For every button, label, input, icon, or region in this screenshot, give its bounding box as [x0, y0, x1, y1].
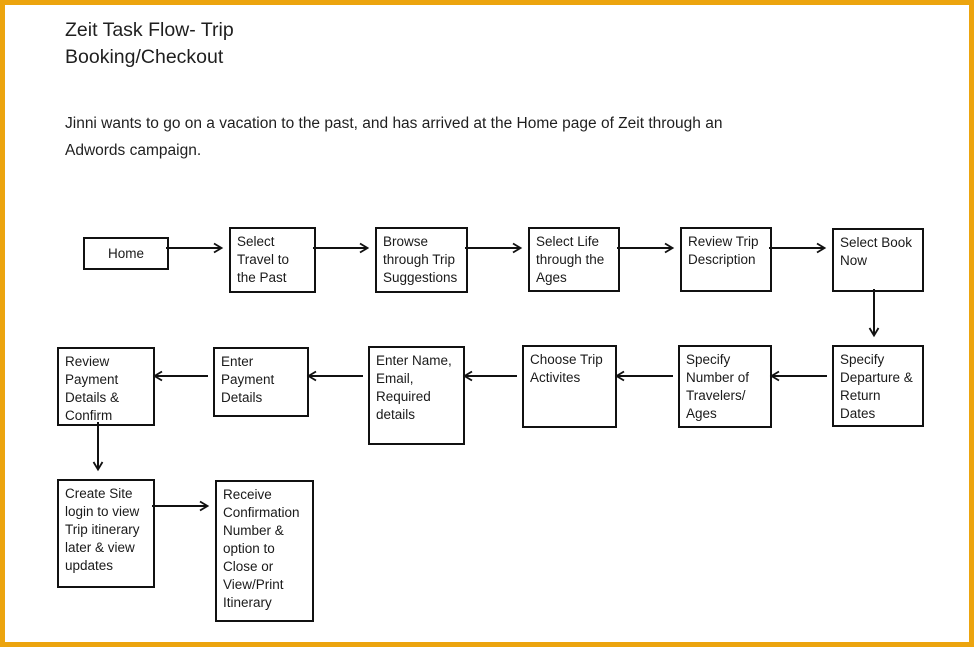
flow-node-browse-trip-suggestions: Browse through Trip Suggestions — [375, 227, 468, 293]
flow-node-enter-payment-details: Enter Payment Details — [213, 347, 309, 417]
flow-node-specify-number-travelers-ages: Specify Number of Travelers/ Ages — [678, 345, 772, 428]
flow-node-enter-name-email-details: Enter Name, Email, Required details — [368, 346, 465, 445]
flow-node-receive-confirmation: Receive Confirmation Number & option to … — [215, 480, 314, 622]
page-description: Jinni wants to go on a vacation to the p… — [65, 115, 723, 159]
page-title: Zeit Task Flow- Trip Booking/Checkout — [65, 19, 234, 68]
flow-node-select-life-through-ages: Select Life through the Ages — [528, 227, 620, 292]
flow-node-home: Home — [83, 237, 169, 270]
flow-node-create-site-login: Create Site login to view Trip itinerary… — [57, 479, 155, 588]
flow-node-select-travel-past: Select Travel to the Past — [229, 227, 316, 293]
flow-node-select-book-now: Select Book Now — [832, 228, 924, 292]
flow-node-review-payment-confirm: Review Payment Details & Confirm — [57, 347, 155, 426]
flow-node-choose-trip-activities: Choose Trip Activites — [522, 345, 617, 428]
flow-node-review-trip-description: Review Trip Description — [680, 227, 772, 292]
flow-node-specify-departure-return-dates: Specify Departure & Return Dates — [832, 345, 924, 427]
